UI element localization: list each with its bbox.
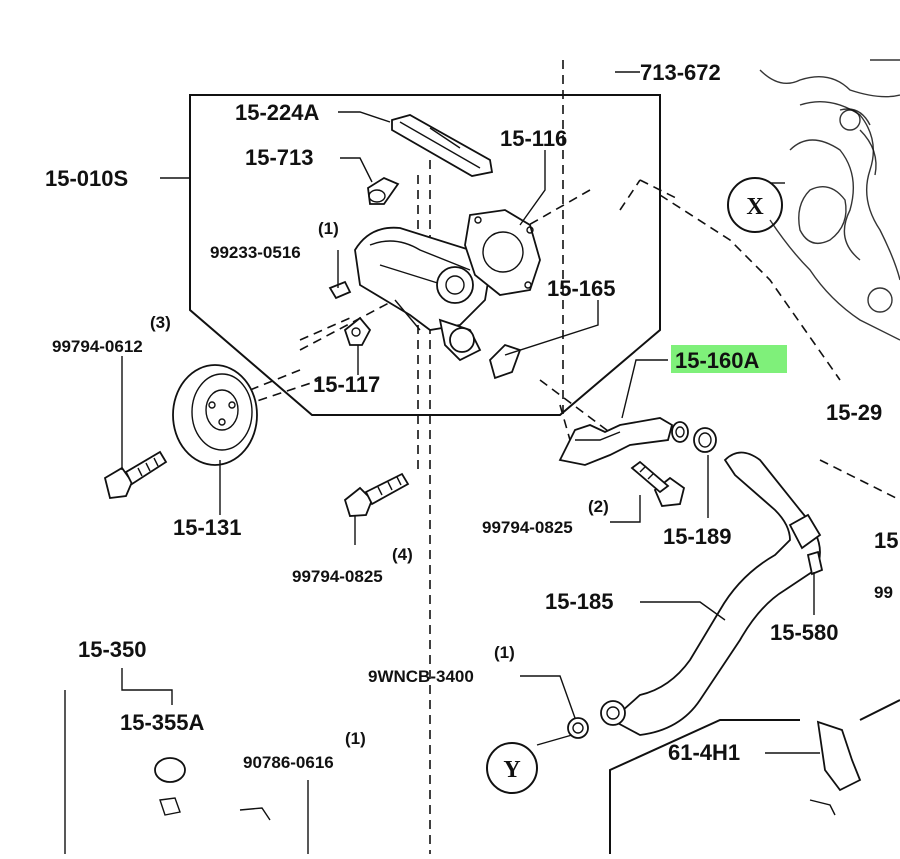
label-15-117: 15-117 [313,372,380,397]
qty-99794-0612: (3) [150,313,171,332]
qty-99233-0516: (1) [318,219,339,238]
clamp-icon [788,513,824,576]
bolt-icon [630,460,686,507]
bolt-icon [103,450,168,499]
water-pump-assembly-frame [189,94,661,416]
highlight-15-160A [671,345,787,373]
label-99794-0825-b: 99794-0825 [292,567,383,586]
label-15-189: 15-189 [663,524,732,549]
label-9WNCB-3400: 9WNCB-3400 [368,667,474,686]
label-15-165: 15-165 [547,276,616,301]
stud-icon [328,280,352,300]
clamp-icon [693,427,717,453]
label-99794-0825-a: 99794-0825 [482,518,573,537]
qty-90786-0616: (1) [345,729,366,748]
pulley-icon [172,364,258,466]
label-15-010S: 15-010S [45,166,128,191]
label-15-edge: 15 [874,528,898,553]
dowel-pin-icon [367,176,400,205]
lower-panel-frame [609,699,900,854]
hose-clamp-icon [567,717,589,739]
bolt-icon [343,472,410,517]
label-15-580: 15-580 [770,620,839,645]
label-99794-0612: 99794-0612 [52,337,143,356]
callout-y-label: Y [503,757,520,783]
qty-99794-0825-b: (4) [392,545,413,564]
seal-icon [343,316,372,346]
label-90786-0616: 90786-0616 [243,753,334,772]
o-ring-icon [488,343,522,380]
qty-99794-0825-a: (2) [588,497,609,516]
callout-x: X [727,177,783,233]
label-15-131: 15-131 [173,515,242,540]
clip-icon [154,757,271,821]
label-61-4H1: 61-4H1 [668,740,740,765]
label-713-672: 713-672 [640,60,721,85]
water-pump-assembly-icon [354,226,491,362]
water-pipe-icon [558,417,689,466]
part-labels: 15-224A 15-713 15-116 15-010S (1) 99233-… [45,60,898,772]
qty-9WNCB-3400: (1) [494,643,515,662]
callout-x-label: X [746,194,764,220]
hose-icon [600,451,821,736]
pump-gasket-icon [464,209,541,296]
label-15-160A: 15-160A [675,348,760,373]
leader-lines [64,71,820,854]
bracket-icon [809,720,862,816]
label-15-350: 15-350 [78,637,147,662]
label-99233-0516: 99233-0516 [210,243,301,262]
label-15-29: 15-29 [826,400,882,425]
engine-block-icon [759,59,900,341]
dashed-reference-lines [229,60,900,854]
label-15-224A: 15-224A [235,100,320,125]
gasket-icon [391,114,494,177]
label-15-713: 15-713 [245,145,314,170]
label-15-185: 15-185 [545,589,614,614]
label-15-116: 15-116 [500,126,567,151]
callout-y: Y [486,742,538,794]
label-99-edge: 99 [874,583,893,602]
label-15-355A: 15-355A [120,710,205,735]
